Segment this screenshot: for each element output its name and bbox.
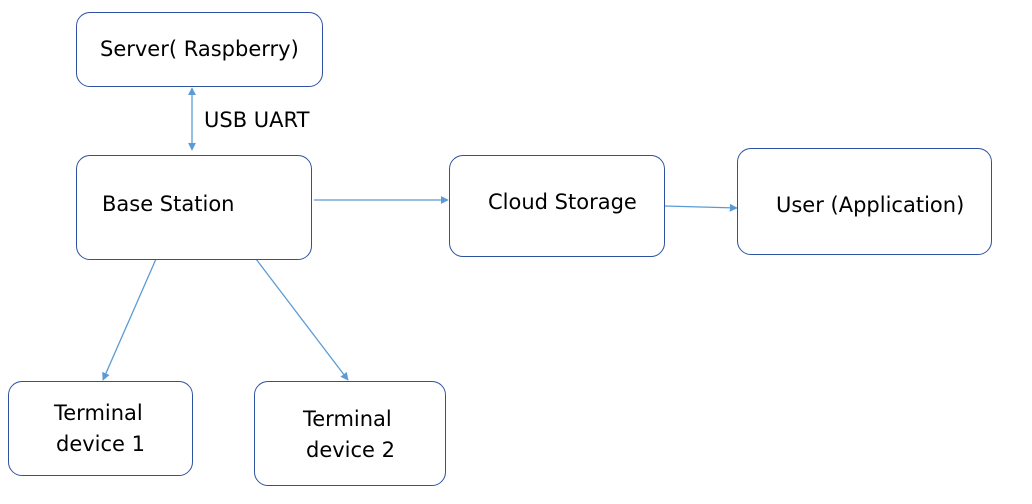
base-station-node: Base Station xyxy=(76,155,312,260)
user-application-label: User (Application) xyxy=(776,193,965,217)
terminal-device-2-line2: device 2 xyxy=(306,438,396,462)
terminal-device-1-line2: device 1 xyxy=(56,432,146,456)
edge-cloud-storage-user-application xyxy=(664,203,738,212)
cloud-storage-node: Cloud Storage xyxy=(449,155,665,257)
user-application-node: User (Application) xyxy=(737,148,992,255)
cloud-storage-label: Cloud Storage xyxy=(488,190,637,214)
terminal-device-1-line1: Terminal xyxy=(54,401,143,425)
edge-base-station-terminal-2 xyxy=(255,258,349,381)
terminal-device-1-node: Terminal device 1 xyxy=(8,381,193,476)
usb-uart-label: USB UART xyxy=(204,108,310,132)
server-label: Server( Raspberry) xyxy=(100,37,299,61)
edge-base-station-terminal-1 xyxy=(102,258,157,381)
base-station-label: Base Station xyxy=(102,192,235,216)
terminal-device-2-line1: Terminal xyxy=(303,407,392,431)
server-node: Server( Raspberry) xyxy=(76,12,323,87)
terminal-device-2-node: Terminal device 2 xyxy=(254,381,446,486)
